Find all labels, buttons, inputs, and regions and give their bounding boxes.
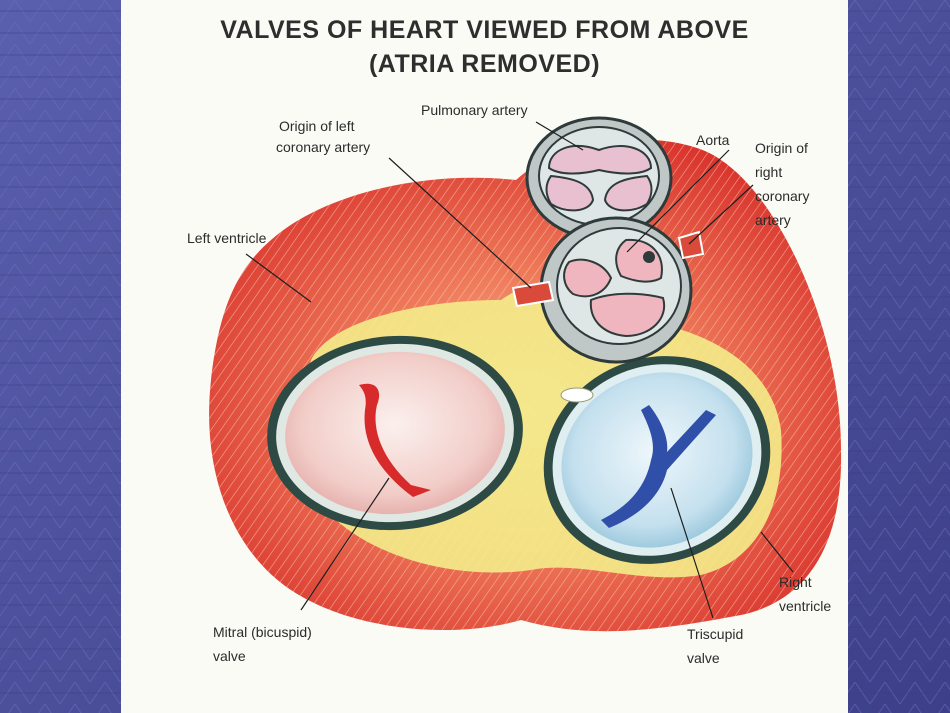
leader-line-right-ventricle (760, 531, 794, 573)
label-origin-right-coronary-line2: right (755, 164, 783, 180)
leader-line-left-ventricle (245, 253, 312, 303)
label-origin-right-coronary-line3: coronary (755, 188, 810, 204)
aortic-cusp (589, 292, 666, 338)
label-tricuspid-line2: valve (687, 650, 720, 666)
aortic-cusp (563, 258, 613, 298)
diagram-subtitle: (ATRIA REMOVED) (368, 50, 601, 78)
label-pulmonary-artery: Pulmonary artery (421, 102, 528, 118)
leader-line-mitral (300, 477, 390, 611)
label-left-ventricle: Left ventricle (187, 230, 267, 246)
mitral-commissure (359, 383, 431, 497)
diagram-title: VALVES OF HEART VIEWED FROM ABOVE (220, 16, 749, 44)
pulmonary-cusp (547, 145, 653, 175)
label-origin-left-coronary-line2: coronary artery (276, 139, 371, 155)
label-aorta: Aorta (696, 132, 730, 148)
leader-line-tricuspid (670, 487, 714, 619)
label-right-ventricle-line1: Right (779, 574, 812, 590)
leader-line-left-coronary (388, 157, 532, 289)
pulmonary-cusp (545, 174, 595, 212)
mitral-valve (285, 351, 505, 515)
right-coronary-artery (677, 230, 705, 260)
label-origin-right-coronary-line4: artery (755, 212, 791, 228)
label-right-ventricle-line2: ventricle (779, 598, 832, 614)
label-origin-left-coronary-line1: Origin of left (279, 118, 355, 134)
leader-line-pulmonary (535, 121, 584, 151)
left-coronary-artery (511, 280, 555, 308)
leader-line-aorta (626, 149, 730, 253)
leader-line-right-coronary (688, 184, 754, 245)
label-tricuspid-line1: Triscupid (687, 626, 744, 642)
tricuspid-commissure (601, 405, 716, 528)
label-origin-right-coronary-line1: Origin of (755, 140, 808, 156)
aortic-cusp (615, 238, 663, 283)
label-mitral-line1: Mitral (bicuspid) (213, 624, 312, 640)
diagram-panel: VALVES OF HEART VIEWED FROM ABOVE (ATRIA… (121, 0, 848, 713)
right-coronary-ostium (643, 251, 655, 263)
label-mitral-line2: valve (213, 648, 246, 664)
pulmonary-cusp (603, 174, 653, 212)
heart-valves-illustration (209, 116, 842, 632)
